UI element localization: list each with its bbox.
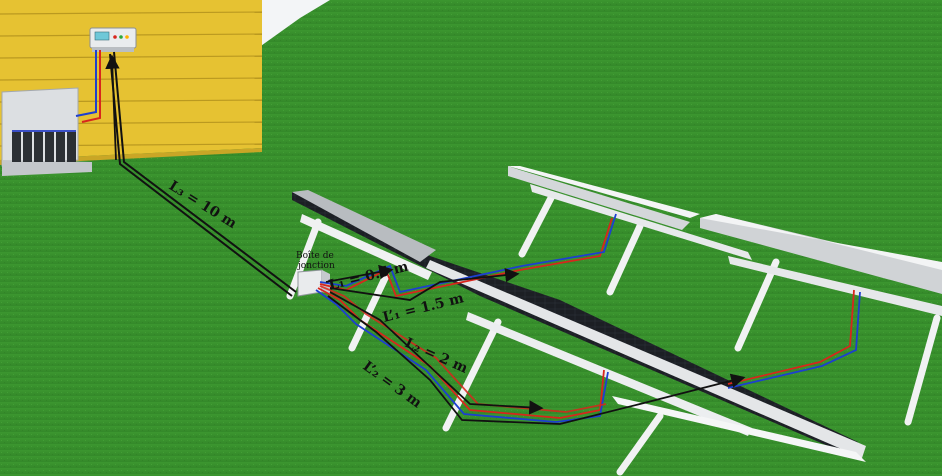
far-panel-array-1 — [508, 166, 752, 260]
battery-bank-icon — [1, 87, 92, 176]
near-panel-array — [292, 190, 866, 462]
label-junction-line1: Boîte de — [296, 250, 334, 261]
label-junction-line2: jonction — [297, 261, 335, 271]
sky-corner — [255, 0, 330, 48]
connection-arrows — [105, 54, 746, 425]
controller-battery-wires — [75, 50, 101, 123]
far-panel-array-2 — [700, 214, 942, 316]
charge-controller-icon — [89, 27, 137, 52]
